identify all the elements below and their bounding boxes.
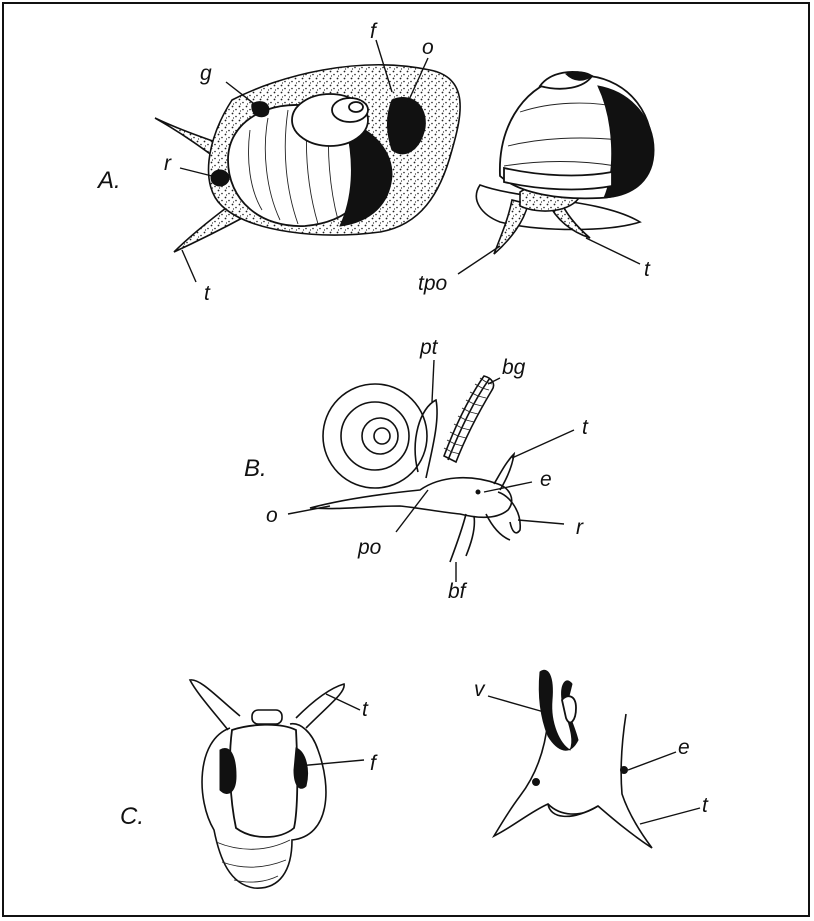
leader-a-r	[180, 168, 212, 176]
left-shell-apex-inner	[349, 102, 363, 112]
panel-a-right-snail	[476, 72, 654, 254]
label-c-t-left: t	[362, 698, 369, 721]
panel-b-tentacle	[494, 454, 514, 490]
c-left-tentacles	[190, 680, 344, 730]
label-b-po: po	[357, 536, 382, 559]
leader-b-t	[512, 430, 574, 458]
leader-c-t-right	[640, 808, 700, 824]
label-a-r: r	[164, 152, 172, 175]
c-right-eye-right	[621, 767, 628, 774]
label-b-bf: bf	[448, 580, 468, 603]
label-b-o: o	[266, 504, 278, 527]
label-b-pt: pt	[419, 336, 439, 359]
panel-c-right-head	[494, 670, 652, 848]
label-a-o: o	[422, 36, 434, 59]
c-right-eye-left	[533, 779, 540, 786]
label-a-t-left: t	[204, 282, 211, 305]
leader-b-o	[288, 506, 330, 514]
panel-b: B. pt bg t e	[244, 336, 589, 603]
label-c-v: v	[474, 678, 486, 701]
leader-b-po	[396, 490, 428, 532]
c-left-head	[230, 725, 297, 837]
label-a-f: f	[370, 20, 378, 43]
label-b-t: t	[582, 416, 589, 439]
label-b-bg: bg	[502, 356, 526, 379]
label-b-e: e	[540, 468, 552, 491]
leader-b-r	[518, 520, 564, 524]
label-b-r: r	[576, 516, 584, 539]
leader-c-e	[628, 752, 676, 770]
leader-a-t-left	[182, 250, 196, 282]
left-snout	[211, 170, 229, 186]
c-left-eye-bumps	[252, 710, 282, 724]
label-a-t-right: t	[644, 258, 651, 281]
panel-b-body	[310, 478, 512, 518]
label-a-tpo: tpo	[418, 272, 448, 295]
panel-c-left-snail	[190, 680, 344, 888]
panel-b-eye	[476, 490, 480, 494]
leader-b-pt	[432, 360, 434, 402]
leader-a-tpo	[458, 246, 500, 274]
panel-b-shell	[323, 384, 427, 488]
panel-c-label: C.	[120, 803, 144, 830]
label-a-g: g	[200, 62, 212, 85]
panel-a: A.	[96, 20, 654, 305]
leader-a-t-right	[586, 238, 640, 264]
panel-a-label: A.	[96, 167, 121, 194]
label-c-e: e	[678, 736, 690, 759]
label-c-f: f	[370, 752, 378, 775]
panel-c: C. t f	[120, 670, 709, 888]
leader-c-f	[298, 760, 364, 766]
panel-b-rostrum	[498, 492, 520, 533]
panel-b-foot	[450, 514, 510, 562]
panel-b-label: B.	[244, 455, 267, 482]
label-c-t-right: t	[702, 794, 709, 817]
c-left-dark-right	[294, 748, 308, 788]
leader-c-v	[488, 696, 544, 712]
leader-c-t-left	[326, 694, 360, 710]
panel-a-left-snail	[155, 65, 460, 252]
panel-b-gill	[444, 376, 494, 462]
